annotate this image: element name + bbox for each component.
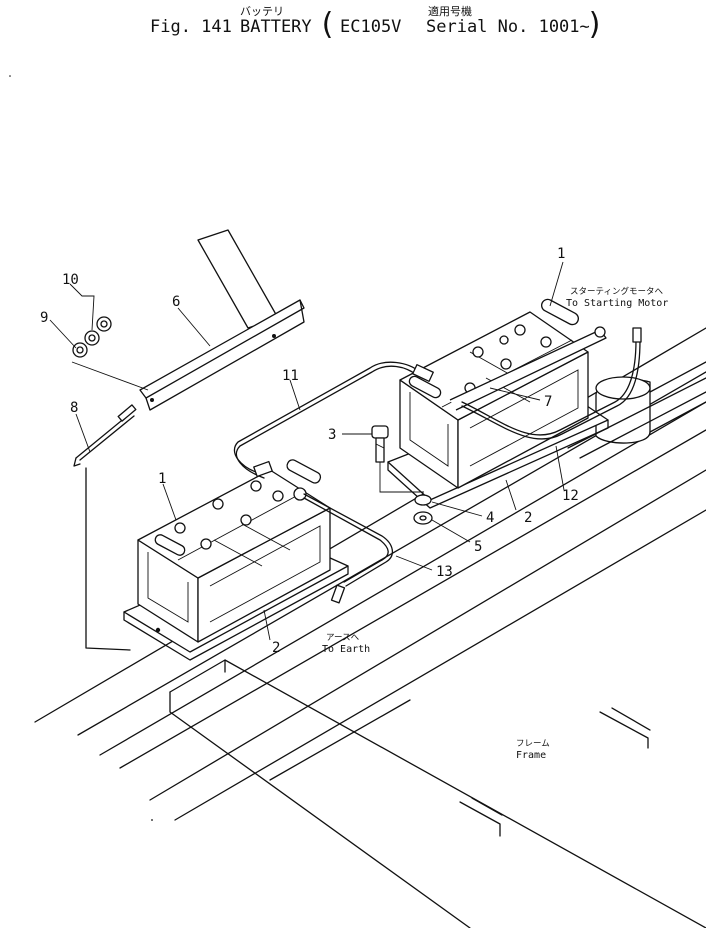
close-parenthesis: ) bbox=[586, 7, 604, 42]
callout-3: 3 bbox=[328, 427, 336, 443]
callout-2-right: 2 bbox=[524, 510, 532, 526]
destination-labels: スターティングモータへ To Starting Motor アースへ To Ea… bbox=[322, 286, 668, 761]
frame-japanese: フレーム bbox=[516, 739, 550, 749]
battery-holder-assembly bbox=[71, 229, 305, 411]
title-japanese: バッテリ bbox=[240, 5, 284, 18]
to-starting-motor-japanese: スターティングモータへ bbox=[570, 286, 663, 297]
callout-5: 5 bbox=[474, 539, 482, 555]
battery-right bbox=[387, 298, 609, 509]
callout-4: 4 bbox=[486, 510, 494, 526]
cables bbox=[73, 327, 642, 651]
figure-header: Fig. 141 バッテリ BATTERY ( EC105V 適用号機 Seri… bbox=[150, 4, 604, 42]
callout-10: 10 bbox=[62, 272, 79, 288]
figure-number: Fig. 141 bbox=[150, 17, 232, 37]
to-earth-label: To Earth bbox=[322, 644, 370, 655]
machine-frame bbox=[34, 327, 706, 928]
callout-6: 6 bbox=[172, 294, 180, 310]
open-parenthesis: ( bbox=[318, 7, 336, 42]
mounting-hardware bbox=[371, 425, 433, 525]
callout-leaders bbox=[49, 261, 565, 641]
callout-8: 8 bbox=[70, 400, 78, 416]
title-english: BATTERY bbox=[240, 17, 312, 37]
battery-left bbox=[123, 459, 349, 661]
callout-7: 7 bbox=[544, 394, 552, 410]
callout-11: 11 bbox=[282, 368, 299, 384]
callout-9: 9 bbox=[40, 310, 48, 326]
to-earth-japanese: アースへ bbox=[326, 633, 360, 643]
to-starting-motor-label: To Starting Motor bbox=[566, 298, 668, 309]
callout-12: 12 bbox=[562, 488, 579, 504]
frame-label: Frame bbox=[516, 750, 546, 761]
applicability-japanese: 適用号機 bbox=[428, 4, 472, 18]
callout-1-right: 1 bbox=[557, 246, 565, 262]
serial-range: Serial No. 1001∼ bbox=[426, 17, 590, 37]
callout-numbers: 1 1 2 2 3 4 5 6 7 8 9 10 11 12 13 bbox=[40, 246, 579, 656]
callout-2-left: 2 bbox=[272, 640, 280, 656]
callout-1-left: 1 bbox=[158, 471, 166, 487]
callout-13: 13 bbox=[436, 564, 453, 580]
model-code: EC105V bbox=[340, 17, 401, 37]
